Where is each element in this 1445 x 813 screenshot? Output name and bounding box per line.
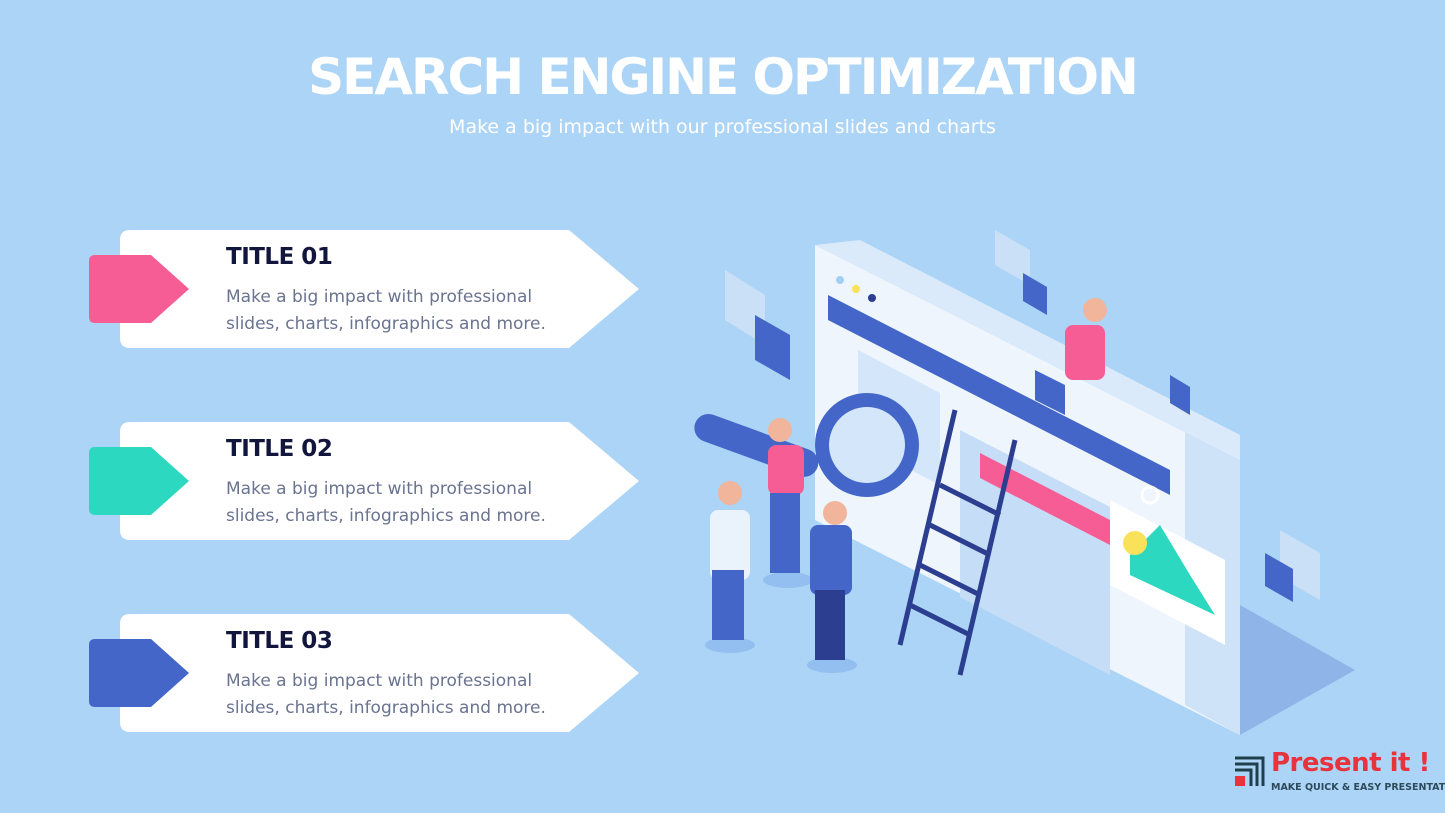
card-title: TITLE 03 — [226, 628, 333, 654]
logo-tagline: MAKE QUICK & EASY PRESENTATIONS — [1271, 782, 1445, 793]
card-shape — [89, 614, 639, 732]
card-description: Make a big impact with professional slid… — [226, 479, 546, 526]
card-description: Make a big impact with professional slid… — [226, 287, 546, 334]
info-card-1: TITLE 01 Make a big impact with professi… — [89, 230, 639, 348]
seo-illustration — [694, 230, 1355, 735]
brand-logo: Present it ! MAKE QUICK & EASY PRESENTAT… — [1233, 748, 1445, 793]
info-card-2: TITLE 02 Make a big impact with professi… — [89, 422, 639, 540]
page-title: SEARCH ENGINE OPTIMIZATION — [308, 48, 1139, 106]
card-shape — [89, 422, 639, 540]
card-title: TITLE 02 — [226, 436, 333, 462]
info-card-3: TITLE 03 Make a big impact with professi… — [89, 614, 639, 732]
tag-1 — [89, 255, 189, 323]
page-subtitle: Make a big impact with our professional … — [449, 116, 996, 138]
card-title: TITLE 01 — [226, 244, 333, 270]
tag-2 — [89, 447, 189, 515]
card-shape — [89, 230, 639, 348]
card-description: Make a big impact with professional slid… — [226, 671, 546, 718]
logo-name: Present it ! — [1271, 748, 1430, 778]
tag-3 — [89, 639, 189, 707]
logo-icon — [1235, 756, 1265, 786]
